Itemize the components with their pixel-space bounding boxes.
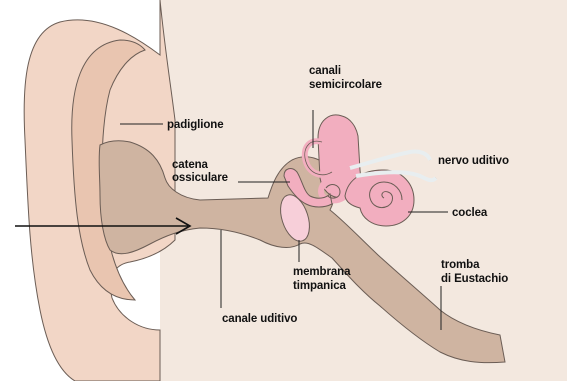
label-catena-line1: catena [172,159,209,171]
label-catena-line2: ossiculare [172,172,228,184]
label-coclea: coclea [452,207,488,219]
label-nervo: nervo uditivo [438,155,509,167]
label-tromba-line1: tromba [441,259,480,271]
label-tromba-line2: di Eustachio [441,273,508,285]
label-canali-line2: semicircolare [309,79,382,91]
label-canali-line1: canali [309,65,341,77]
label-canale: canale uditivo [222,313,297,325]
label-membrana-line2: timpanica [293,280,346,292]
label-membrana-line1: membrana [293,266,351,278]
label-padiglione: padiglione [167,119,224,131]
